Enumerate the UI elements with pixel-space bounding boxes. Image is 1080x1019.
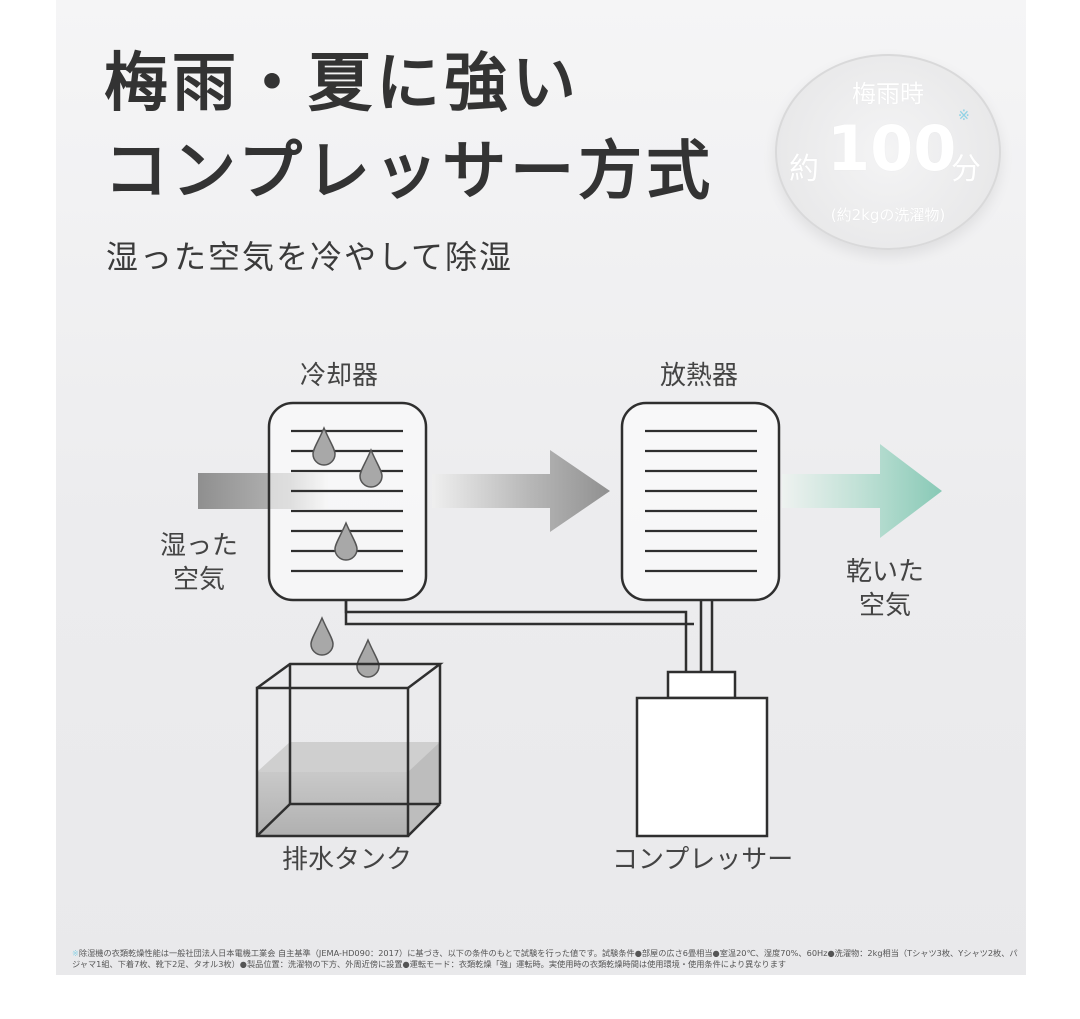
drying-time-badge: 梅雨時 約 100 分 ※ (約2kgの洗濯物)	[775, 54, 1001, 250]
water-drop-icon	[359, 448, 383, 488]
refrigerant-pipe	[344, 600, 714, 672]
badge-season-label: 梅雨時	[852, 80, 924, 108]
process-arrow	[432, 450, 610, 532]
water-drop-icon	[312, 426, 336, 466]
dry-air-arrow	[782, 444, 942, 538]
water-drop-icon	[356, 638, 380, 678]
badge-unit: 分	[951, 152, 981, 187]
footnote: ※除湿機の衣類乾燥性能は一般社団法人日本電機工業会 自主基準（JEMA-HD09…	[72, 948, 1020, 970]
drain-tank	[255, 662, 444, 838]
drain-tank-label: 排水タンク	[282, 845, 413, 875]
water-drop-icon	[310, 616, 334, 656]
badge-note: (約2kgの洗濯物)	[830, 206, 946, 224]
compressor-label: コンプレッサー	[612, 845, 794, 875]
cooler-label: 冷却器	[300, 361, 379, 391]
page-title-line1: 梅雨・夏に強い	[104, 47, 580, 121]
badge-note-mark: ※	[958, 108, 970, 124]
badge-number: 100	[827, 112, 957, 185]
badge-prefix: 約	[789, 152, 819, 187]
dry-air-label: 乾いた 空気	[845, 557, 924, 621]
radiator-label: 放熱器	[660, 361, 739, 391]
footnote-text: 除湿機の衣類乾燥性能は一般社団法人日本電機工業会 自主基準（JEMA-HD090…	[72, 948, 1018, 969]
water-drop-icon	[334, 521, 358, 561]
page-subtitle: 湿った空気を冷やして除湿	[106, 238, 514, 276]
footnote-mark: ※	[72, 948, 79, 958]
page-title-line2: コンプレッサー方式	[104, 135, 715, 209]
cooler-unit	[267, 401, 428, 602]
compressor-unit	[635, 670, 769, 838]
radiator-unit	[620, 401, 781, 602]
humid-air-label: 湿った 空気	[159, 531, 238, 595]
